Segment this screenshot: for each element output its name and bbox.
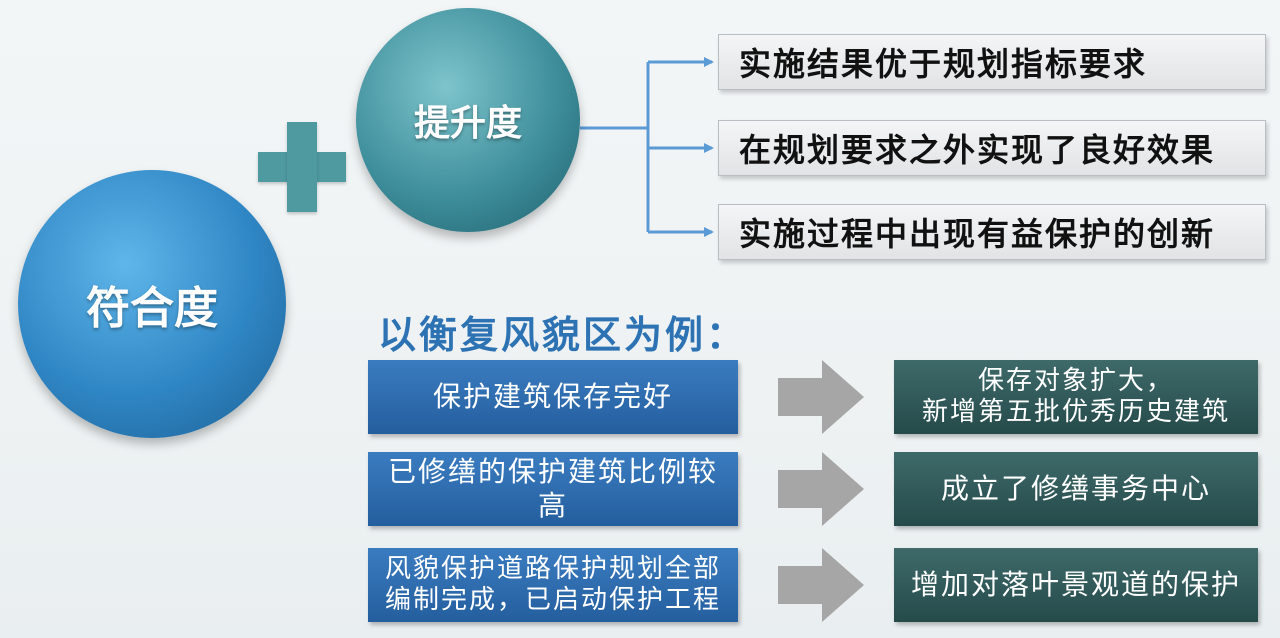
example-row-3-left: 风貌保护道路保护规划全部 编制完成，已启动保护工程 bbox=[368, 548, 738, 622]
example-row-2-right-label: 成立了修缮事务中心 bbox=[940, 472, 1211, 506]
improvement-circle: 提升度 bbox=[356, 8, 580, 232]
main-circle: 符合度 bbox=[18, 170, 286, 438]
example-row-1-left-label: 保护建筑保存完好 bbox=[432, 380, 673, 414]
plus-icon bbox=[287, 122, 317, 212]
example-row-1-right-label: 保存对象扩大， 新增第五批优秀历史建筑 bbox=[921, 365, 1230, 427]
right-arrow-icon bbox=[778, 452, 864, 526]
example-row-3-right-label: 增加对落叶景观道的保护 bbox=[910, 568, 1241, 602]
main-circle-label: 符合度 bbox=[86, 283, 218, 334]
branch-box-1-label: 实施结果优于规划指标要求 bbox=[739, 45, 1148, 83]
branch-box-3-label: 实施过程中出现有益保护的创新 bbox=[739, 215, 1216, 253]
branch-box-1: 实施结果优于规划指标要求 bbox=[718, 34, 1266, 90]
right-arrow-icon bbox=[778, 360, 864, 434]
right-arrow-icon bbox=[778, 548, 864, 622]
example-row-1-left: 保护建筑保存完好 bbox=[368, 360, 738, 434]
branch-box-2: 在规划要求之外实现了良好效果 bbox=[718, 120, 1266, 176]
example-row-3-right: 增加对落叶景观道的保护 bbox=[894, 548, 1258, 622]
example-title: 以衡复风貌区为例： bbox=[378, 313, 748, 357]
example-row-2-right: 成立了修缮事务中心 bbox=[894, 452, 1258, 526]
improvement-circle-label: 提升度 bbox=[413, 103, 522, 144]
example-row-3-left-label: 风貌保护道路保护规划全部 编制完成，已启动保护工程 bbox=[384, 553, 721, 615]
example-row-2-left-label: 已修缮的保护建筑比例较高 bbox=[387, 455, 718, 522]
example-row-1-right: 保存对象扩大， 新增第五批优秀历史建筑 bbox=[894, 360, 1258, 434]
example-row-2-left: 已修缮的保护建筑比例较高 bbox=[368, 452, 738, 526]
branch-box-2-label: 在规划要求之外实现了良好效果 bbox=[739, 131, 1216, 169]
branch-box-3: 实施过程中出现有益保护的创新 bbox=[718, 204, 1266, 260]
